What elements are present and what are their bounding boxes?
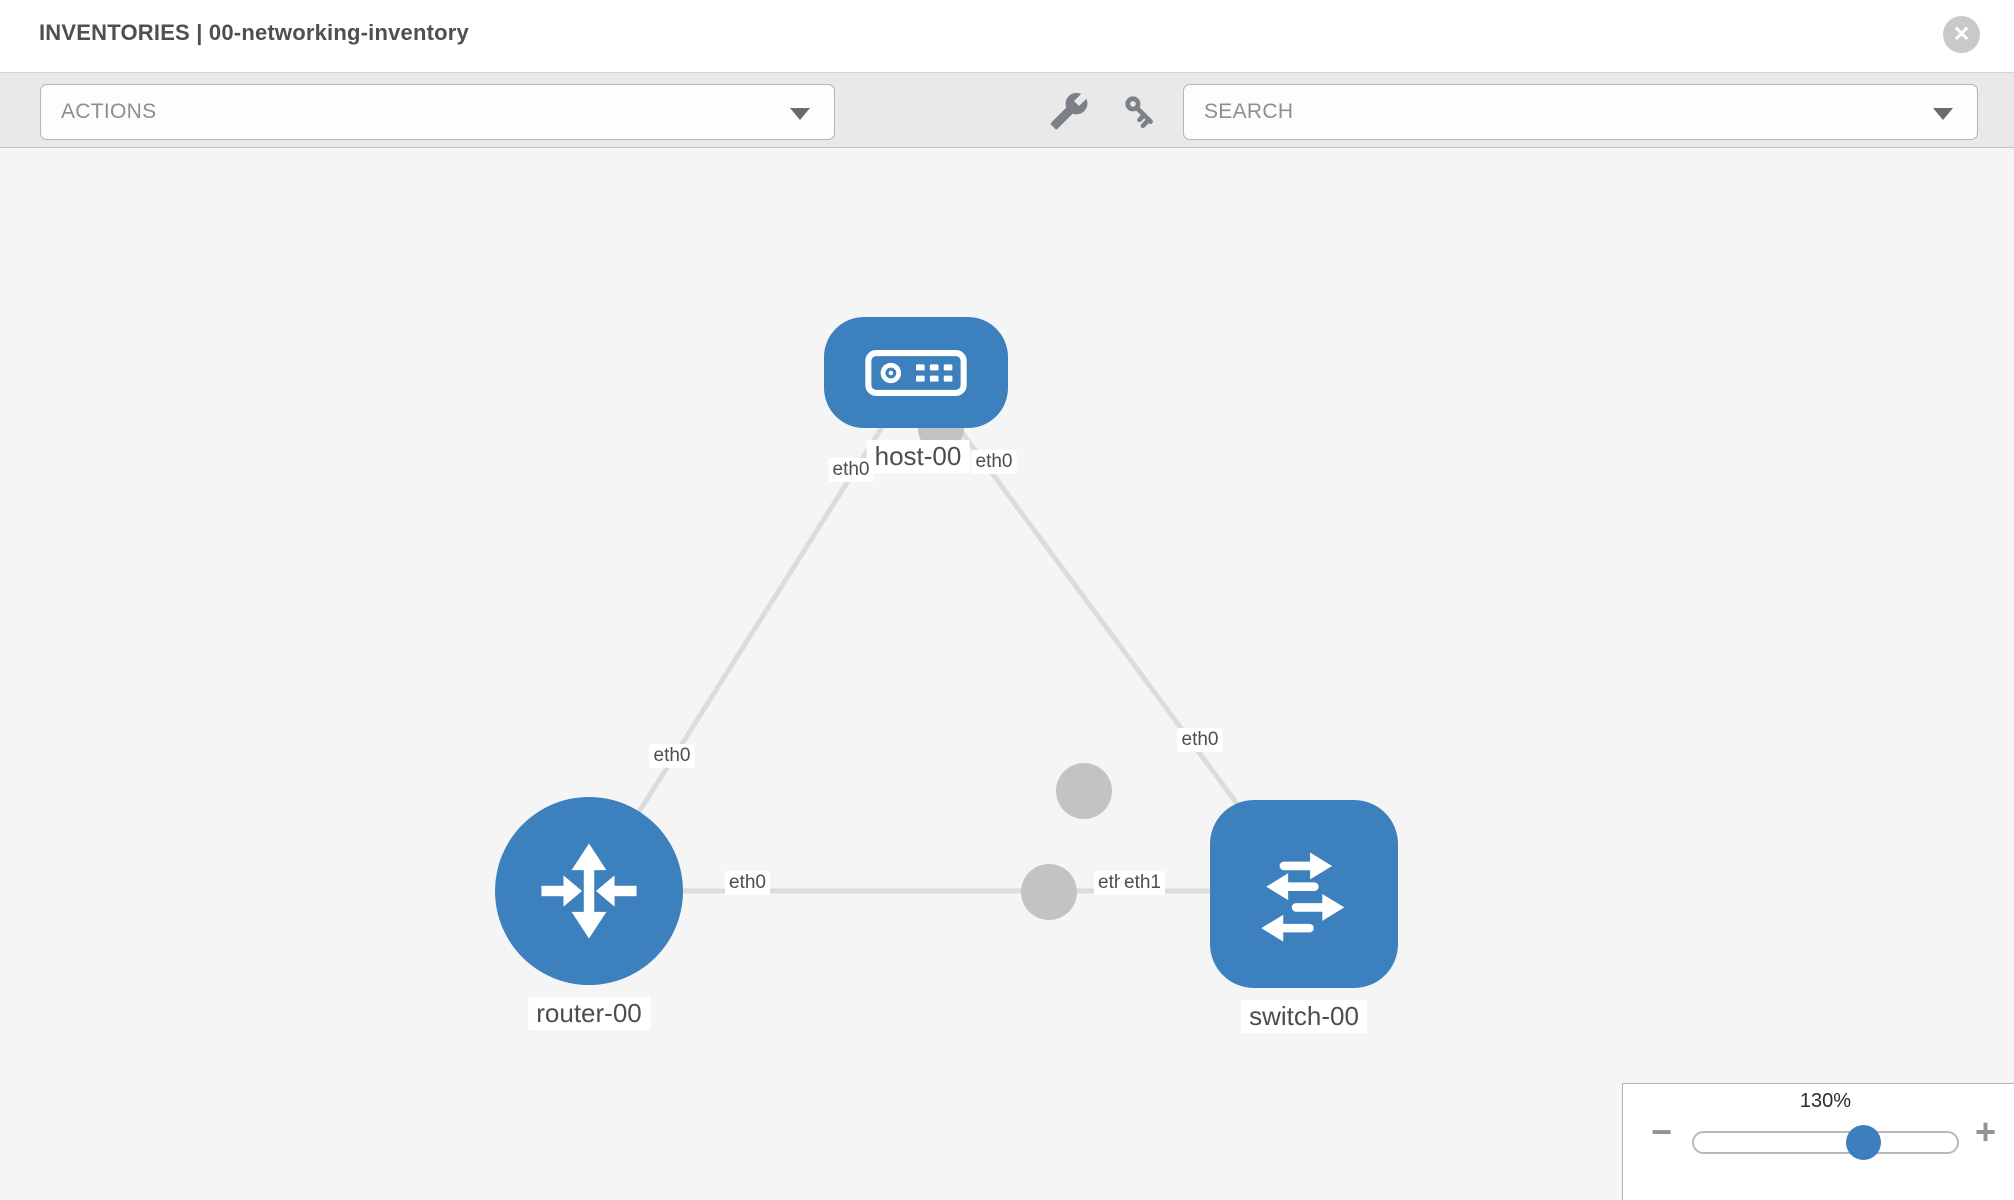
- chevron-down-icon: [790, 108, 810, 120]
- zoom-slider-track[interactable]: [1692, 1131, 1959, 1154]
- configure-button[interactable]: [1049, 91, 1089, 131]
- interface-label-host-eth0-left: eth0: [828, 458, 874, 482]
- node-label-host-00: host-00: [866, 440, 970, 473]
- actions-dropdown[interactable]: ACTIONS: [40, 84, 835, 140]
- zoom-out-button[interactable]: −: [1651, 1111, 1673, 1152]
- node-host-00[interactable]: [824, 317, 1008, 428]
- search-dropdown-label: SEARCH: [1204, 100, 1294, 123]
- close-glyph: ✕: [1952, 23, 1971, 46]
- credentials-button[interactable]: [1120, 91, 1160, 131]
- page-title: INVENTORIES | 00-networking-inventory: [39, 20, 469, 45]
- node-router-00[interactable]: [495, 797, 683, 985]
- wrench-icon: [1050, 92, 1088, 130]
- interface-label-switch-eth1: eth1: [1120, 871, 1165, 895]
- host-icon: [865, 349, 967, 396]
- search-dropdown[interactable]: SEARCH: [1183, 84, 1978, 140]
- topology-canvas[interactable]: host-00 router-00 switch-00 eth0 eth0 et…: [0, 148, 2014, 1200]
- switch-icon: [1261, 852, 1345, 942]
- page-header: INVENTORIES | 00-networking-inventory ✕: [0, 0, 2014, 73]
- key-icon: [1125, 96, 1153, 129]
- node-switch-00[interactable]: [1210, 800, 1398, 988]
- node-label-router-00: router-00: [528, 997, 650, 1030]
- interface-label-switch-eth0-top: eth0: [1177, 728, 1223, 752]
- actions-dropdown-label: ACTIONS: [61, 100, 157, 123]
- interface-label-router-eth0-right: eth0: [725, 871, 770, 895]
- topology-links: [586, 370, 1307, 896]
- zoom-level-value: 130%: [1799, 1090, 1852, 1112]
- zoom-in-button[interactable]: +: [1975, 1111, 1997, 1152]
- interface-label-router-eth0-top: eth0: [649, 744, 695, 768]
- interface-circle-switch-eth1: [1021, 864, 1077, 920]
- zoom-slider-thumb[interactable]: [1846, 1125, 1881, 1160]
- toolbar: ACTIONS SEARCH: [0, 73, 2014, 148]
- zoom-panel: 130% − +: [1622, 1083, 2014, 1200]
- interface-label-host-eth0-right: eth0: [971, 450, 1017, 474]
- chevron-down-icon: [1933, 108, 1953, 120]
- node-label-switch-00: switch-00: [1241, 1000, 1367, 1033]
- close-icon[interactable]: ✕: [1943, 16, 1980, 53]
- router-icon: [541, 843, 637, 939]
- interface-circle-switch-eth0: [1056, 763, 1112, 819]
